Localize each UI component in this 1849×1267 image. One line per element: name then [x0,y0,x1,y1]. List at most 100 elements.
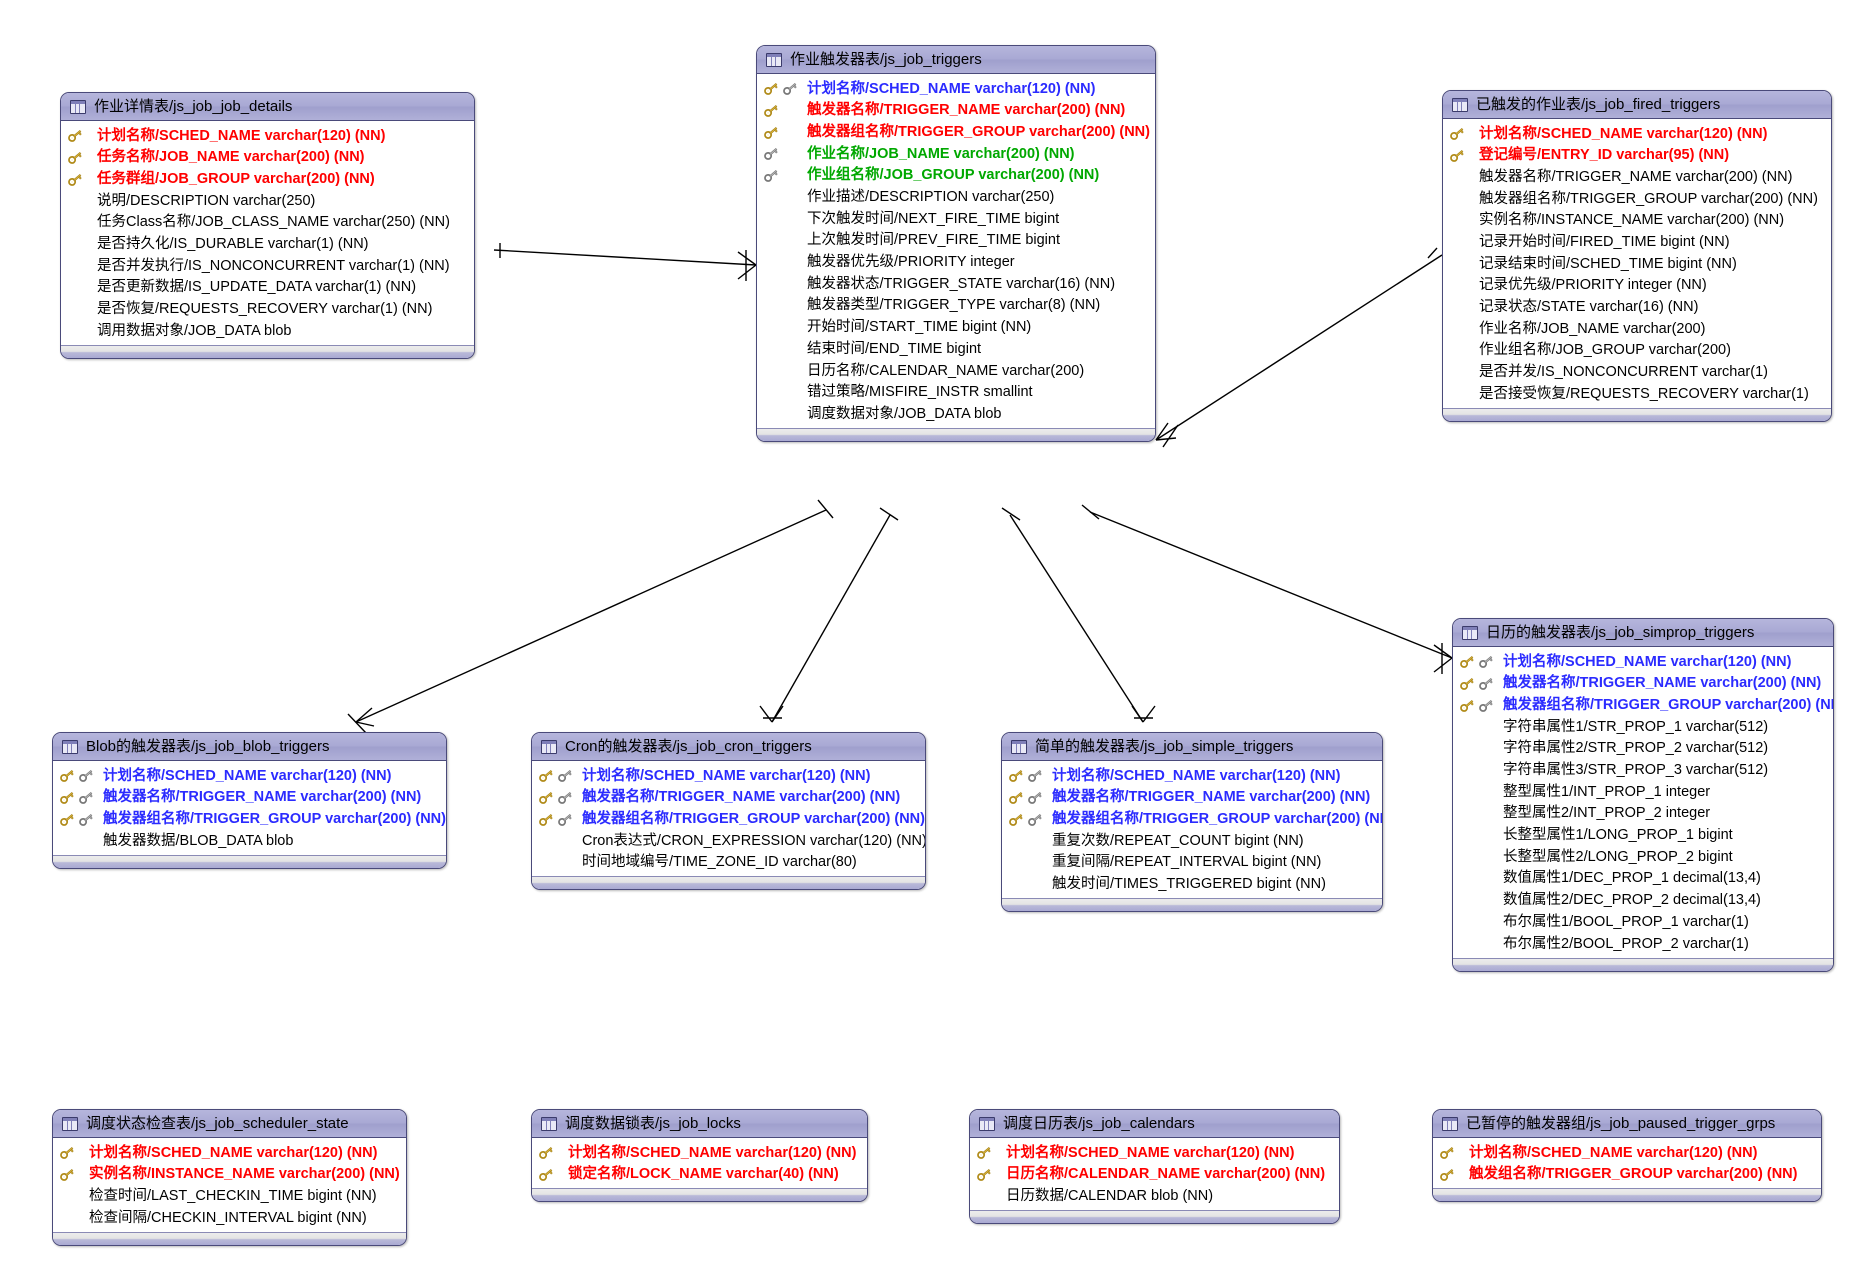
entity-header-job_blob_triggers[interactable]: Blob的触发器表/js_job_blob_triggers [53,733,446,761]
attribute-row[interactable]: 触发器名称/TRIGGER_NAME varchar(200) (NN) [757,100,1155,122]
attribute-row[interactable]: 上次触发时间/PREV_FIRE_TIME bigint [757,230,1155,252]
attribute-row[interactable]: 是否接受恢复/REQUESTS_RECOVERY varchar(1) [1443,383,1831,405]
entity-job_triggers[interactable]: 作业触发器表/js_job_triggers 计划名称/SCHED_NAME va… [756,45,1156,442]
attribute-row[interactable]: 任务Class名称/JOB_CLASS_NAME varchar(250) (N… [61,212,474,234]
attribute-row[interactable]: 实例名称/INSTANCE_NAME varchar(200) (NN) [53,1164,406,1186]
entity-header-job_scheduler_state[interactable]: 调度状态检查表/js_job_scheduler_state [53,1110,406,1138]
attribute-row[interactable]: 触发器组名称/TRIGGER_GROUP varchar(200) (NN) [757,121,1155,143]
attribute-row[interactable]: 是否并发执行/IS_NONCONCURRENT varchar(1) (NN) [61,255,474,277]
entity-job_cron_triggers[interactable]: Cron的触发器表/js_job_cron_triggers 计划名称/SCHED… [531,732,926,891]
entity-job_locks[interactable]: 调度数据锁表/js_job_locks 计划名称/SCHED_NAME varch… [531,1109,868,1203]
attribute-row[interactable]: 整型属性2/INT_PROP_2 integer [1453,803,1833,825]
attribute-row[interactable]: 作业名称/JOB_NAME varchar(200) (NN) [757,143,1155,165]
attribute-row[interactable]: 结束时间/END_TIME bigint [757,338,1155,360]
attribute-row[interactable]: 计划名称/SCHED_NAME varchar(120) (NN) [1443,123,1831,145]
attribute-row[interactable]: 登记编号/ENTRY_ID varchar(95) (NN) [1443,145,1831,167]
attribute-row[interactable]: 触发时间/TIMES_TRIGGERED bigint (NN) [1002,873,1382,895]
attribute-row[interactable]: 字符串属性2/STR_PROP_2 varchar(512) [1453,738,1833,760]
attribute-row[interactable]: 触发器类型/TRIGGER_TYPE varchar(8) (NN) [757,295,1155,317]
entity-job_calendars[interactable]: 调度日历表/js_job_calendars 计划名称/SCHED_NAME va… [969,1109,1340,1225]
entity-job_paused_trigger_grps[interactable]: 已暂停的触发器组/js_job_paused_trigger_grps 计划名称/… [1432,1109,1822,1203]
attribute-row[interactable]: 触发器组名称/TRIGGER_GROUP varchar(200) (NN) [1443,188,1831,210]
entity-header-job_locks[interactable]: 调度数据锁表/js_job_locks [532,1110,867,1138]
attribute-row[interactable]: 日历数据/CALENDAR blob (NN) [970,1185,1339,1207]
entity-header-job_fired_triggers[interactable]: 已触发的作业表/js_job_fired_triggers [1443,91,1831,119]
attribute-row[interactable]: 计划名称/SCHED_NAME varchar(120) (NN) [1002,765,1382,787]
attribute-row[interactable]: 说明/DESCRIPTION varchar(250) [61,190,474,212]
attribute-row[interactable]: 数值属性2/DEC_PROP_2 decimal(13,4) [1453,890,1833,912]
entity-header-job_calendars[interactable]: 调度日历表/js_job_calendars [970,1110,1339,1138]
attribute-row[interactable]: 触发器名称/TRIGGER_NAME varchar(200) (NN) [532,787,925,809]
attribute-row[interactable]: 记录状态/STATE varchar(16) (NN) [1443,297,1831,319]
attribute-row[interactable]: 检查时间/LAST_CHECKIN_TIME bigint (NN) [53,1185,406,1207]
attribute-row[interactable]: 计划名称/SCHED_NAME varchar(120) (NN) [757,78,1155,100]
attribute-row[interactable]: 作业名称/JOB_NAME varchar(200) [1443,318,1831,340]
attribute-row[interactable]: 计划名称/SCHED_NAME varchar(120) (NN) [1453,651,1833,673]
attribute-row[interactable]: 作业描述/DESCRIPTION varchar(250) [757,186,1155,208]
attribute-row[interactable]: 触发器组名称/TRIGGER_GROUP varchar(200) (NN) [1453,694,1833,716]
attribute-row[interactable]: 重复间隔/REPEAT_INTERVAL bigint (NN) [1002,852,1382,874]
attribute-row[interactable]: 触发器名称/TRIGGER_NAME varchar(200) (NN) [53,787,446,809]
attribute-row[interactable]: 触发组名称/TRIGGER_GROUP varchar(200) (NN) [1433,1164,1821,1186]
attribute-row[interactable]: 触发器名称/TRIGGER_NAME varchar(200) (NN) [1453,673,1833,695]
attribute-row[interactable]: 错过策略/MISFIRE_INSTR smallint [757,382,1155,404]
attribute-row[interactable]: 整型属性1/INT_PROP_1 integer [1453,781,1833,803]
entity-job_fired_triggers[interactable]: 已触发的作业表/js_job_fired_triggers 计划名称/SCHED_… [1442,90,1832,422]
attribute-row[interactable]: Cron表达式/CRON_EXPRESSION varchar(120) (NN… [532,830,925,852]
attribute-row[interactable]: 触发器数据/BLOB_DATA blob [53,830,446,852]
attribute-row[interactable]: 是否并发/IS_NONCONCURRENT varchar(1) [1443,362,1831,384]
attribute-row[interactable]: 开始时间/START_TIME bigint (NN) [757,317,1155,339]
attribute-row[interactable]: 锁定名称/LOCK_NAME varchar(40) (NN) [532,1164,867,1186]
entity-job_blob_triggers[interactable]: Blob的触发器表/js_job_blob_triggers 计划名称/SCHED… [52,732,447,869]
attribute-row[interactable]: 计划名称/SCHED_NAME varchar(120) (NN) [53,1142,406,1164]
attribute-row[interactable]: 触发器优先级/PRIORITY integer [757,252,1155,274]
attribute-row[interactable]: 日历名称/CALENDAR_NAME varchar(200) (NN) [970,1164,1339,1186]
attribute-row[interactable]: 记录开始时间/FIRED_TIME bigint (NN) [1443,231,1831,253]
attribute-row[interactable]: 调用数据对象/JOB_DATA blob [61,320,474,342]
attribute-row[interactable]: 布尔属性2/BOOL_PROP_2 varchar(1) [1453,933,1833,955]
attribute-row[interactable]: 触发器名称/TRIGGER_NAME varchar(200) (NN) [1443,166,1831,188]
attribute-row[interactable]: 时间地域编号/TIME_ZONE_ID varchar(80) [532,852,925,874]
attribute-row[interactable]: 计划名称/SCHED_NAME varchar(120) (NN) [970,1142,1339,1164]
attribute-row[interactable]: 字符串属性3/STR_PROP_3 varchar(512) [1453,759,1833,781]
attribute-row[interactable]: 计划名称/SCHED_NAME varchar(120) (NN) [53,765,446,787]
attribute-row[interactable]: 长整型属性2/LONG_PROP_2 bigint [1453,846,1833,868]
entity-job_simprop_triggers[interactable]: 日历的触发器表/js_job_simprop_triggers 计划名称/SCHE… [1452,618,1834,972]
entity-header-job_simple_triggers[interactable]: 简单的触发器表/js_job_simple_triggers [1002,733,1382,761]
attribute-row[interactable]: 长整型属性1/LONG_PROP_1 bigint [1453,825,1833,847]
entity-job_scheduler_state[interactable]: 调度状态检查表/js_job_scheduler_state 计划名称/SCHED… [52,1109,407,1246]
attribute-row[interactable]: 是否持久化/IS_DURABLE varchar(1) (NN) [61,233,474,255]
entity-header-job_job_details[interactable]: 作业详情表/js_job_job_details [61,93,474,121]
attribute-row[interactable]: 是否恢复/REQUESTS_RECOVERY varchar(1) (NN) [61,299,474,321]
attribute-row[interactable]: 是否更新数据/IS_UPDATE_DATA varchar(1) (NN) [61,277,474,299]
attribute-row[interactable]: 作业组名称/JOB_GROUP varchar(200) (NN) [757,165,1155,187]
entity-header-job_triggers[interactable]: 作业触发器表/js_job_triggers [757,46,1155,74]
attribute-row[interactable]: 触发器状态/TRIGGER_STATE varchar(16) (NN) [757,273,1155,295]
attribute-row[interactable]: 触发器组名称/TRIGGER_GROUP varchar(200) (NN) [532,808,925,830]
attribute-row[interactable]: 记录结束时间/SCHED_TIME bigint (NN) [1443,253,1831,275]
attribute-row[interactable]: 触发器名称/TRIGGER_NAME varchar(200) (NN) [1002,787,1382,809]
attribute-row[interactable]: 计划名称/SCHED_NAME varchar(120) (NN) [532,765,925,787]
attribute-row[interactable]: 任务名称/JOB_NAME varchar(200) (NN) [61,147,474,169]
attribute-row[interactable]: 任务群组/JOB_GROUP varchar(200) (NN) [61,168,474,190]
attribute-row[interactable]: 计划名称/SCHED_NAME varchar(120) (NN) [1433,1142,1821,1164]
attribute-row[interactable]: 实例名称/INSTANCE_NAME varchar(200) (NN) [1443,210,1831,232]
attribute-row[interactable]: 重复次数/REPEAT_COUNT bigint (NN) [1002,830,1382,852]
attribute-row[interactable]: 检查间隔/CHECKIN_INTERVAL bigint (NN) [53,1207,406,1229]
attribute-row[interactable]: 触发器组名称/TRIGGER_GROUP varchar(200) (NN) [1002,808,1382,830]
attribute-row[interactable]: 下次触发时间/NEXT_FIRE_TIME bigint [757,208,1155,230]
entity-header-job_cron_triggers[interactable]: Cron的触发器表/js_job_cron_triggers [532,733,925,761]
attribute-row[interactable]: 触发器组名称/TRIGGER_GROUP varchar(200) (NN) [53,808,446,830]
attribute-row[interactable]: 日历名称/CALENDAR_NAME varchar(200) [757,360,1155,382]
attribute-row[interactable]: 字符串属性1/STR_PROP_1 varchar(512) [1453,716,1833,738]
entity-header-job_simprop_triggers[interactable]: 日历的触发器表/js_job_simprop_triggers [1453,619,1833,647]
entity-header-job_paused_trigger_grps[interactable]: 已暂停的触发器组/js_job_paused_trigger_grps [1433,1110,1821,1138]
attribute-row[interactable]: 调度数据对象/JOB_DATA blob [757,403,1155,425]
attribute-row[interactable]: 布尔属性1/BOOL_PROP_1 varchar(1) [1453,911,1833,933]
attribute-row[interactable]: 记录优先级/PRIORITY integer (NN) [1443,275,1831,297]
entity-job_simple_triggers[interactable]: 简单的触发器表/js_job_simple_triggers 计划名称/SCHED… [1001,732,1383,913]
attribute-row[interactable]: 数值属性1/DEC_PROP_1 decimal(13,4) [1453,868,1833,890]
attribute-row[interactable]: 计划名称/SCHED_NAME varchar(120) (NN) [532,1142,867,1164]
attribute-row[interactable]: 作业组名称/JOB_GROUP varchar(200) [1443,340,1831,362]
